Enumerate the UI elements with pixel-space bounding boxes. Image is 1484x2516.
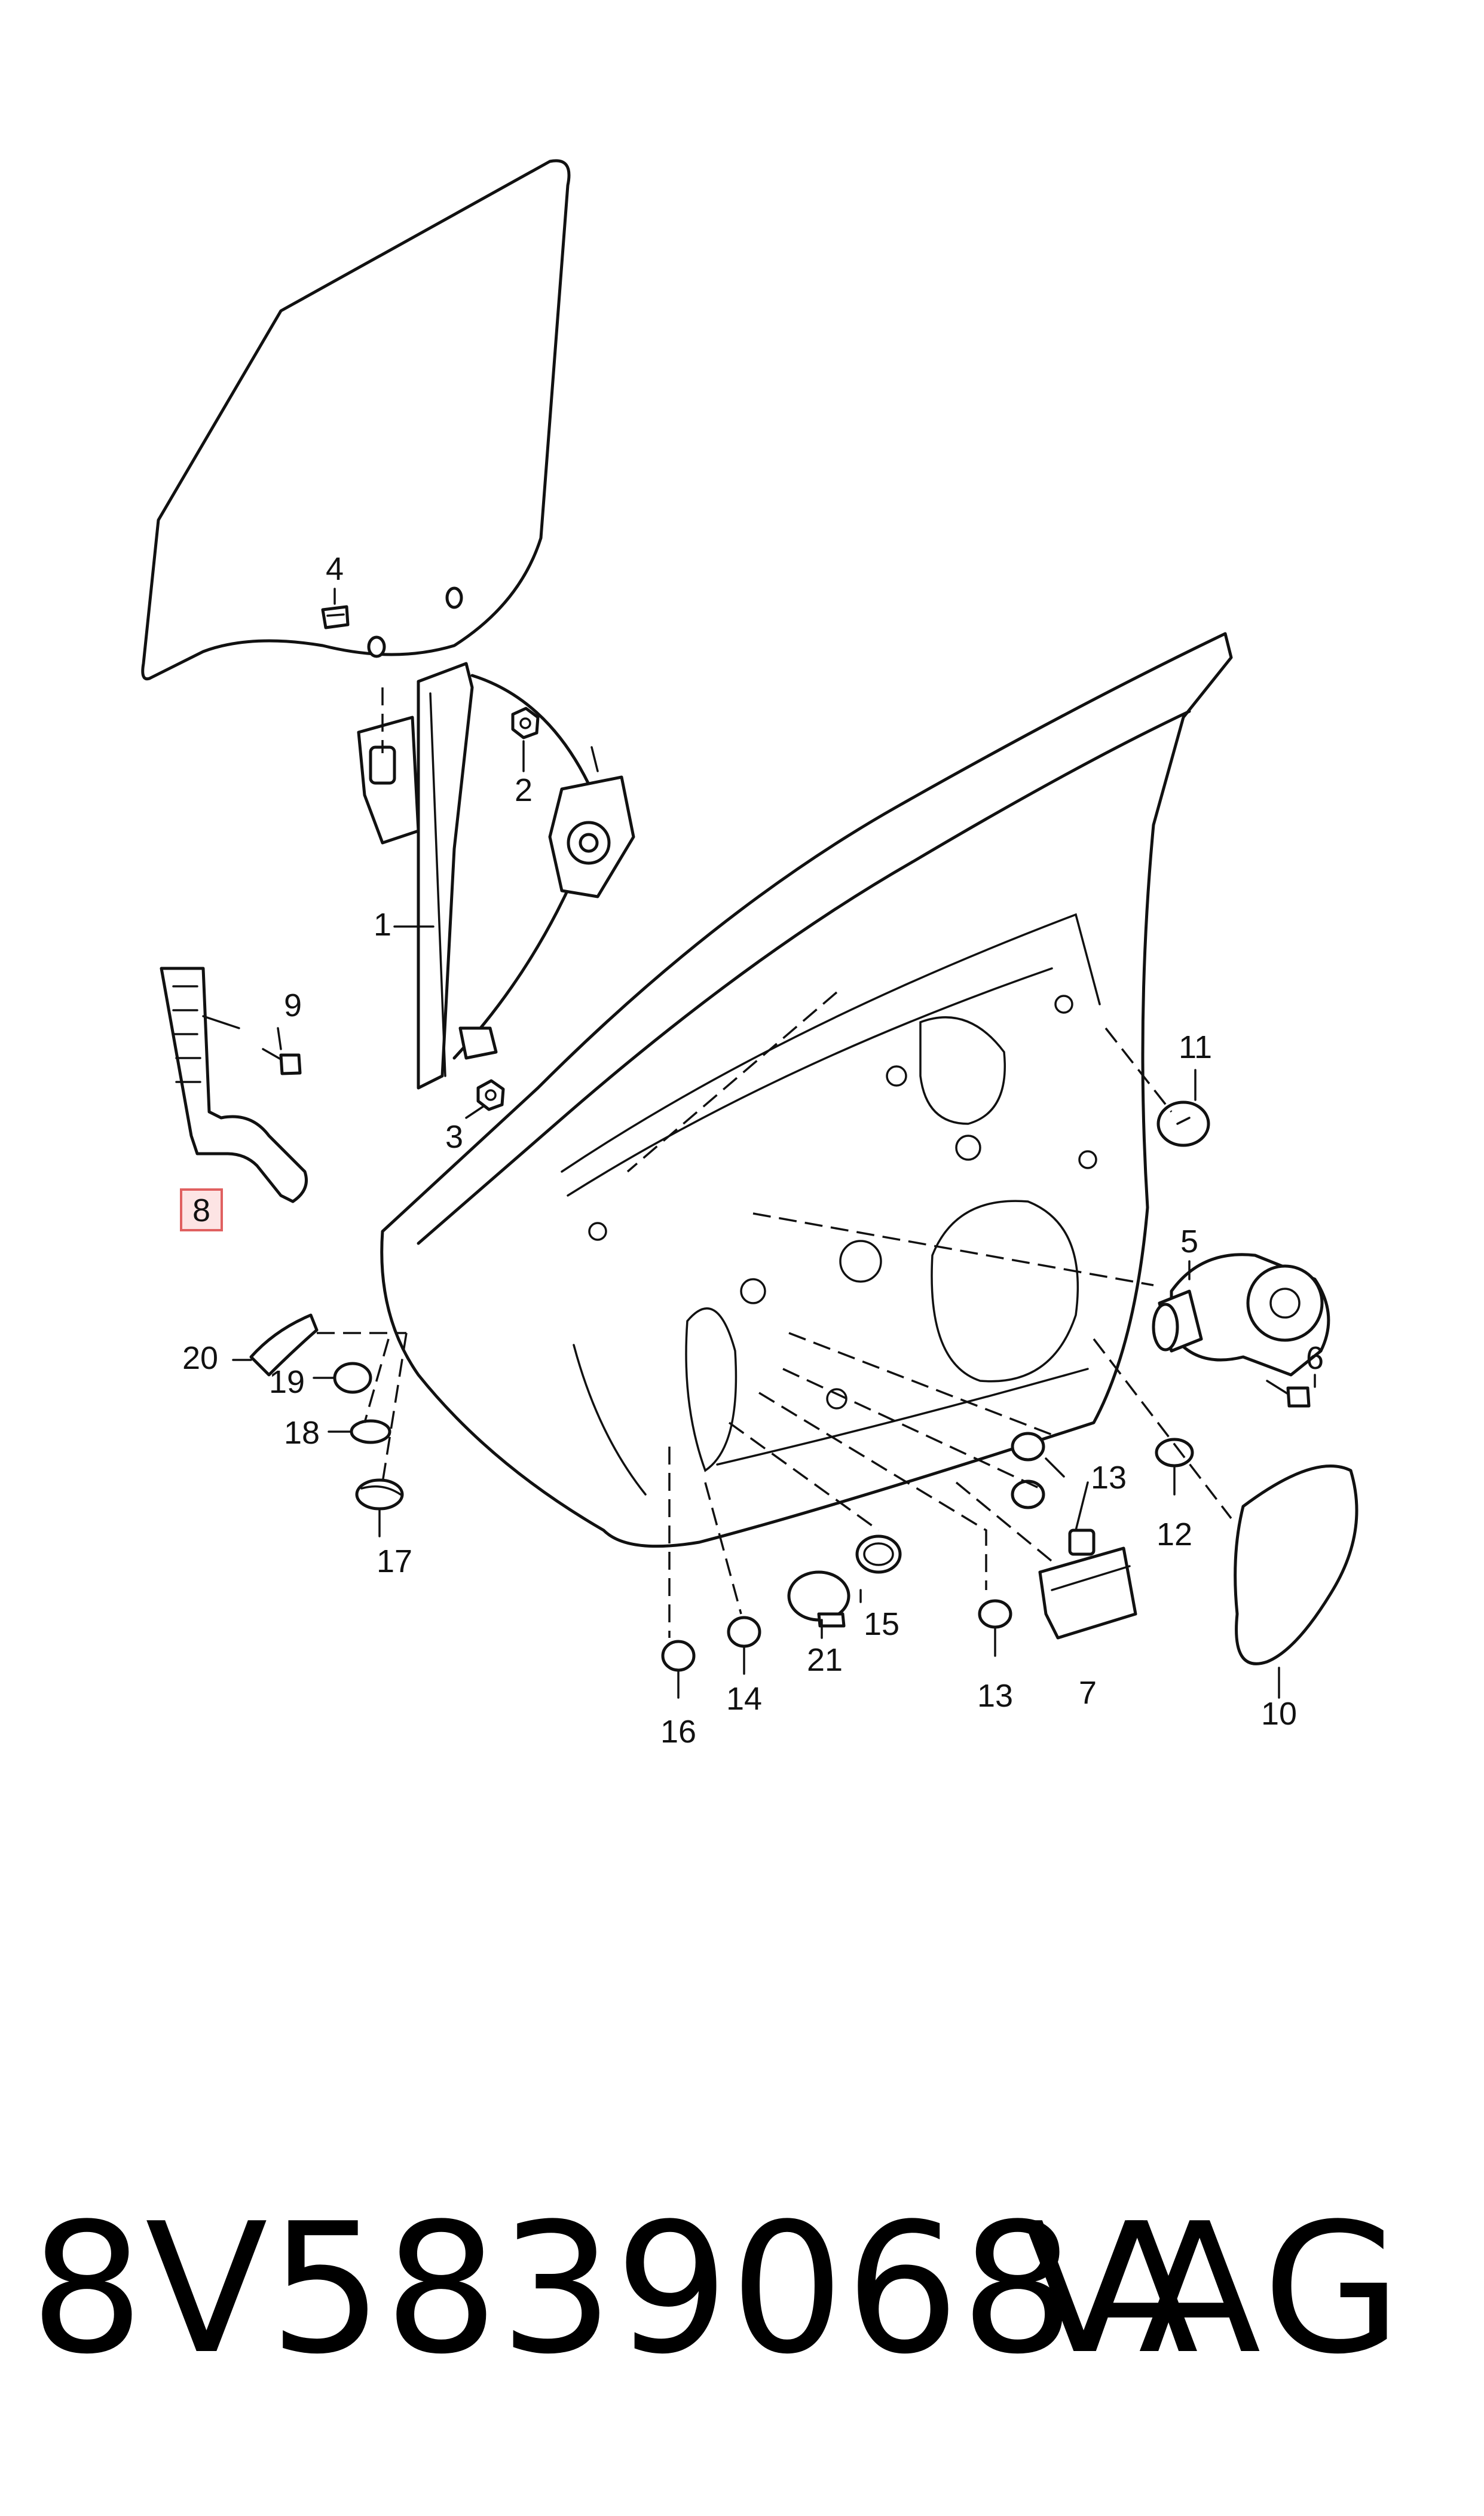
callout-13a: 13 bbox=[1091, 1460, 1127, 1496]
callout-5: 5 bbox=[1180, 1224, 1198, 1259]
nut-3-icon[interactable] bbox=[476, 1079, 505, 1111]
callout-1: 1 bbox=[374, 907, 391, 943]
plug-19-icon[interactable] bbox=[333, 1362, 372, 1394]
callout-17: 17 bbox=[377, 1543, 412, 1579]
plug-13a-icon[interactable] bbox=[1011, 1432, 1045, 1509]
callout-11: 11 bbox=[1179, 1029, 1212, 1065]
callout-12: 12 bbox=[1156, 1517, 1192, 1552]
brand-label: VAG bbox=[1022, 2185, 1406, 2393]
callout-20: 20 bbox=[182, 1340, 218, 1376]
water-shield-foil[interactable] bbox=[1234, 1465, 1358, 1665]
footer: 8V5839068A VAG bbox=[0, 2152, 1484, 2427]
plug-15-icon[interactable] bbox=[855, 1534, 902, 1574]
plug-13b-icon[interactable] bbox=[978, 1599, 1012, 1629]
speaker-21-icon[interactable] bbox=[787, 1570, 850, 1628]
callout-21: 21 bbox=[807, 1642, 843, 1678]
callout-3: 3 bbox=[445, 1119, 463, 1155]
window-glass[interactable] bbox=[141, 159, 571, 681]
plug-14-icon[interactable] bbox=[727, 1616, 761, 1648]
screw-6-icon[interactable] bbox=[1266, 1380, 1311, 1408]
grommet-17-icon[interactable] bbox=[355, 1478, 404, 1511]
plug-18-icon[interactable] bbox=[350, 1419, 391, 1444]
plug-12-icon[interactable] bbox=[1155, 1438, 1194, 1468]
nut-2-icon[interactable] bbox=[511, 707, 540, 739]
door-inner-panel[interactable] bbox=[380, 632, 1233, 1548]
highlight-box bbox=[180, 1188, 223, 1231]
plug-16-icon[interactable] bbox=[661, 1640, 696, 1672]
cable-harness[interactable] bbox=[160, 967, 308, 1203]
callout-16: 16 bbox=[660, 1714, 696, 1750]
callout-6: 6 bbox=[1306, 1340, 1324, 1376]
part-number: 8V5839068A bbox=[30, 2185, 1200, 2393]
callout-19: 19 bbox=[269, 1364, 305, 1400]
seal-20-icon[interactable] bbox=[249, 1313, 319, 1377]
cap-11-icon[interactable] bbox=[1156, 1100, 1210, 1147]
callout-14: 14 bbox=[726, 1681, 762, 1717]
callout-10: 10 bbox=[1261, 1696, 1297, 1732]
bolt-4-icon[interactable] bbox=[321, 605, 350, 629]
callout-18: 18 bbox=[284, 1415, 320, 1451]
callout-8[interactable]: 8 bbox=[192, 1193, 210, 1228]
callout-7: 7 bbox=[1079, 1675, 1097, 1711]
callout-13b: 13 bbox=[977, 1678, 1013, 1714]
screw-9-icon[interactable] bbox=[262, 1048, 302, 1075]
callout-4: 4 bbox=[326, 551, 344, 587]
parts-diagram: 1 2 3 4 5 6 7 8 9 10 11 12 13 13 14 15 1… bbox=[141, 159, 1358, 1750]
window-regulator[interactable] bbox=[357, 662, 635, 1090]
callout-9: 9 bbox=[284, 988, 302, 1023]
callout-15: 15 bbox=[864, 1606, 899, 1642]
window-motor[interactable] bbox=[1152, 1253, 1330, 1377]
callout-2: 2 bbox=[515, 772, 533, 808]
door-control-unit[interactable] bbox=[1038, 1528, 1137, 1640]
